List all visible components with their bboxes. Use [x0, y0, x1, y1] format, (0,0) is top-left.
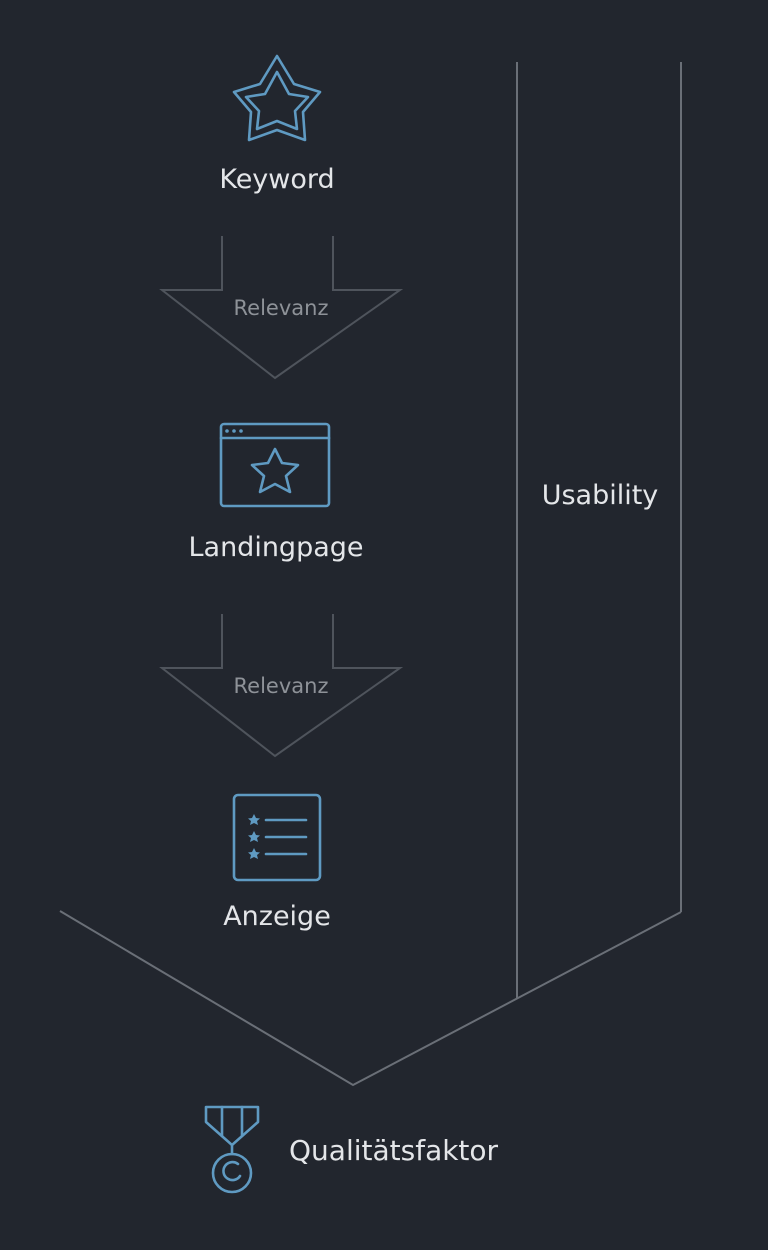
quality-score-result: Qualitätsfaktor	[204, 1105, 499, 1194]
landingpage-node: Landingpage	[188, 422, 364, 563]
relevance-label-1: Relevanz	[234, 296, 329, 320]
anzeige-node: Anzeige	[223, 793, 331, 932]
keyword-label: Keyword	[219, 164, 334, 195]
browser-window-star-icon	[219, 422, 331, 508]
star-icon	[232, 54, 322, 142]
arrow-shape	[159, 236, 404, 380]
usability-frame: Usability	[59, 62, 682, 1087]
relevance-arrow-2: Relevanz	[159, 614, 404, 758]
anzeige-label: Anzeige	[223, 901, 331, 932]
landingpage-label: Landingpage	[188, 532, 363, 563]
relevance-arrow-1: Relevanz	[159, 236, 404, 380]
arrow-shape	[159, 614, 404, 758]
keyword-node: Keyword	[219, 54, 335, 195]
medal-icon	[204, 1105, 260, 1194]
relevance-label-2: Relevanz	[234, 674, 329, 698]
quality-score-label: Qualitätsfaktor	[289, 1134, 499, 1167]
funnel-lines	[59, 910, 682, 1087]
usability-label: Usability	[542, 480, 659, 511]
ad-list-stars-icon	[232, 793, 322, 882]
